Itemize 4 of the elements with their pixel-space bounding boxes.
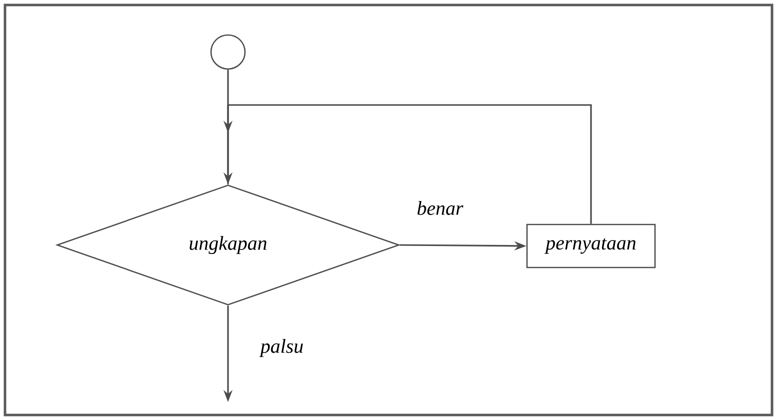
edge-label: benar [416, 200, 464, 216]
start-circle [210, 34, 246, 70]
process-box: pernyataan [526, 224, 656, 268]
edge-label: palsu [259, 338, 305, 358]
